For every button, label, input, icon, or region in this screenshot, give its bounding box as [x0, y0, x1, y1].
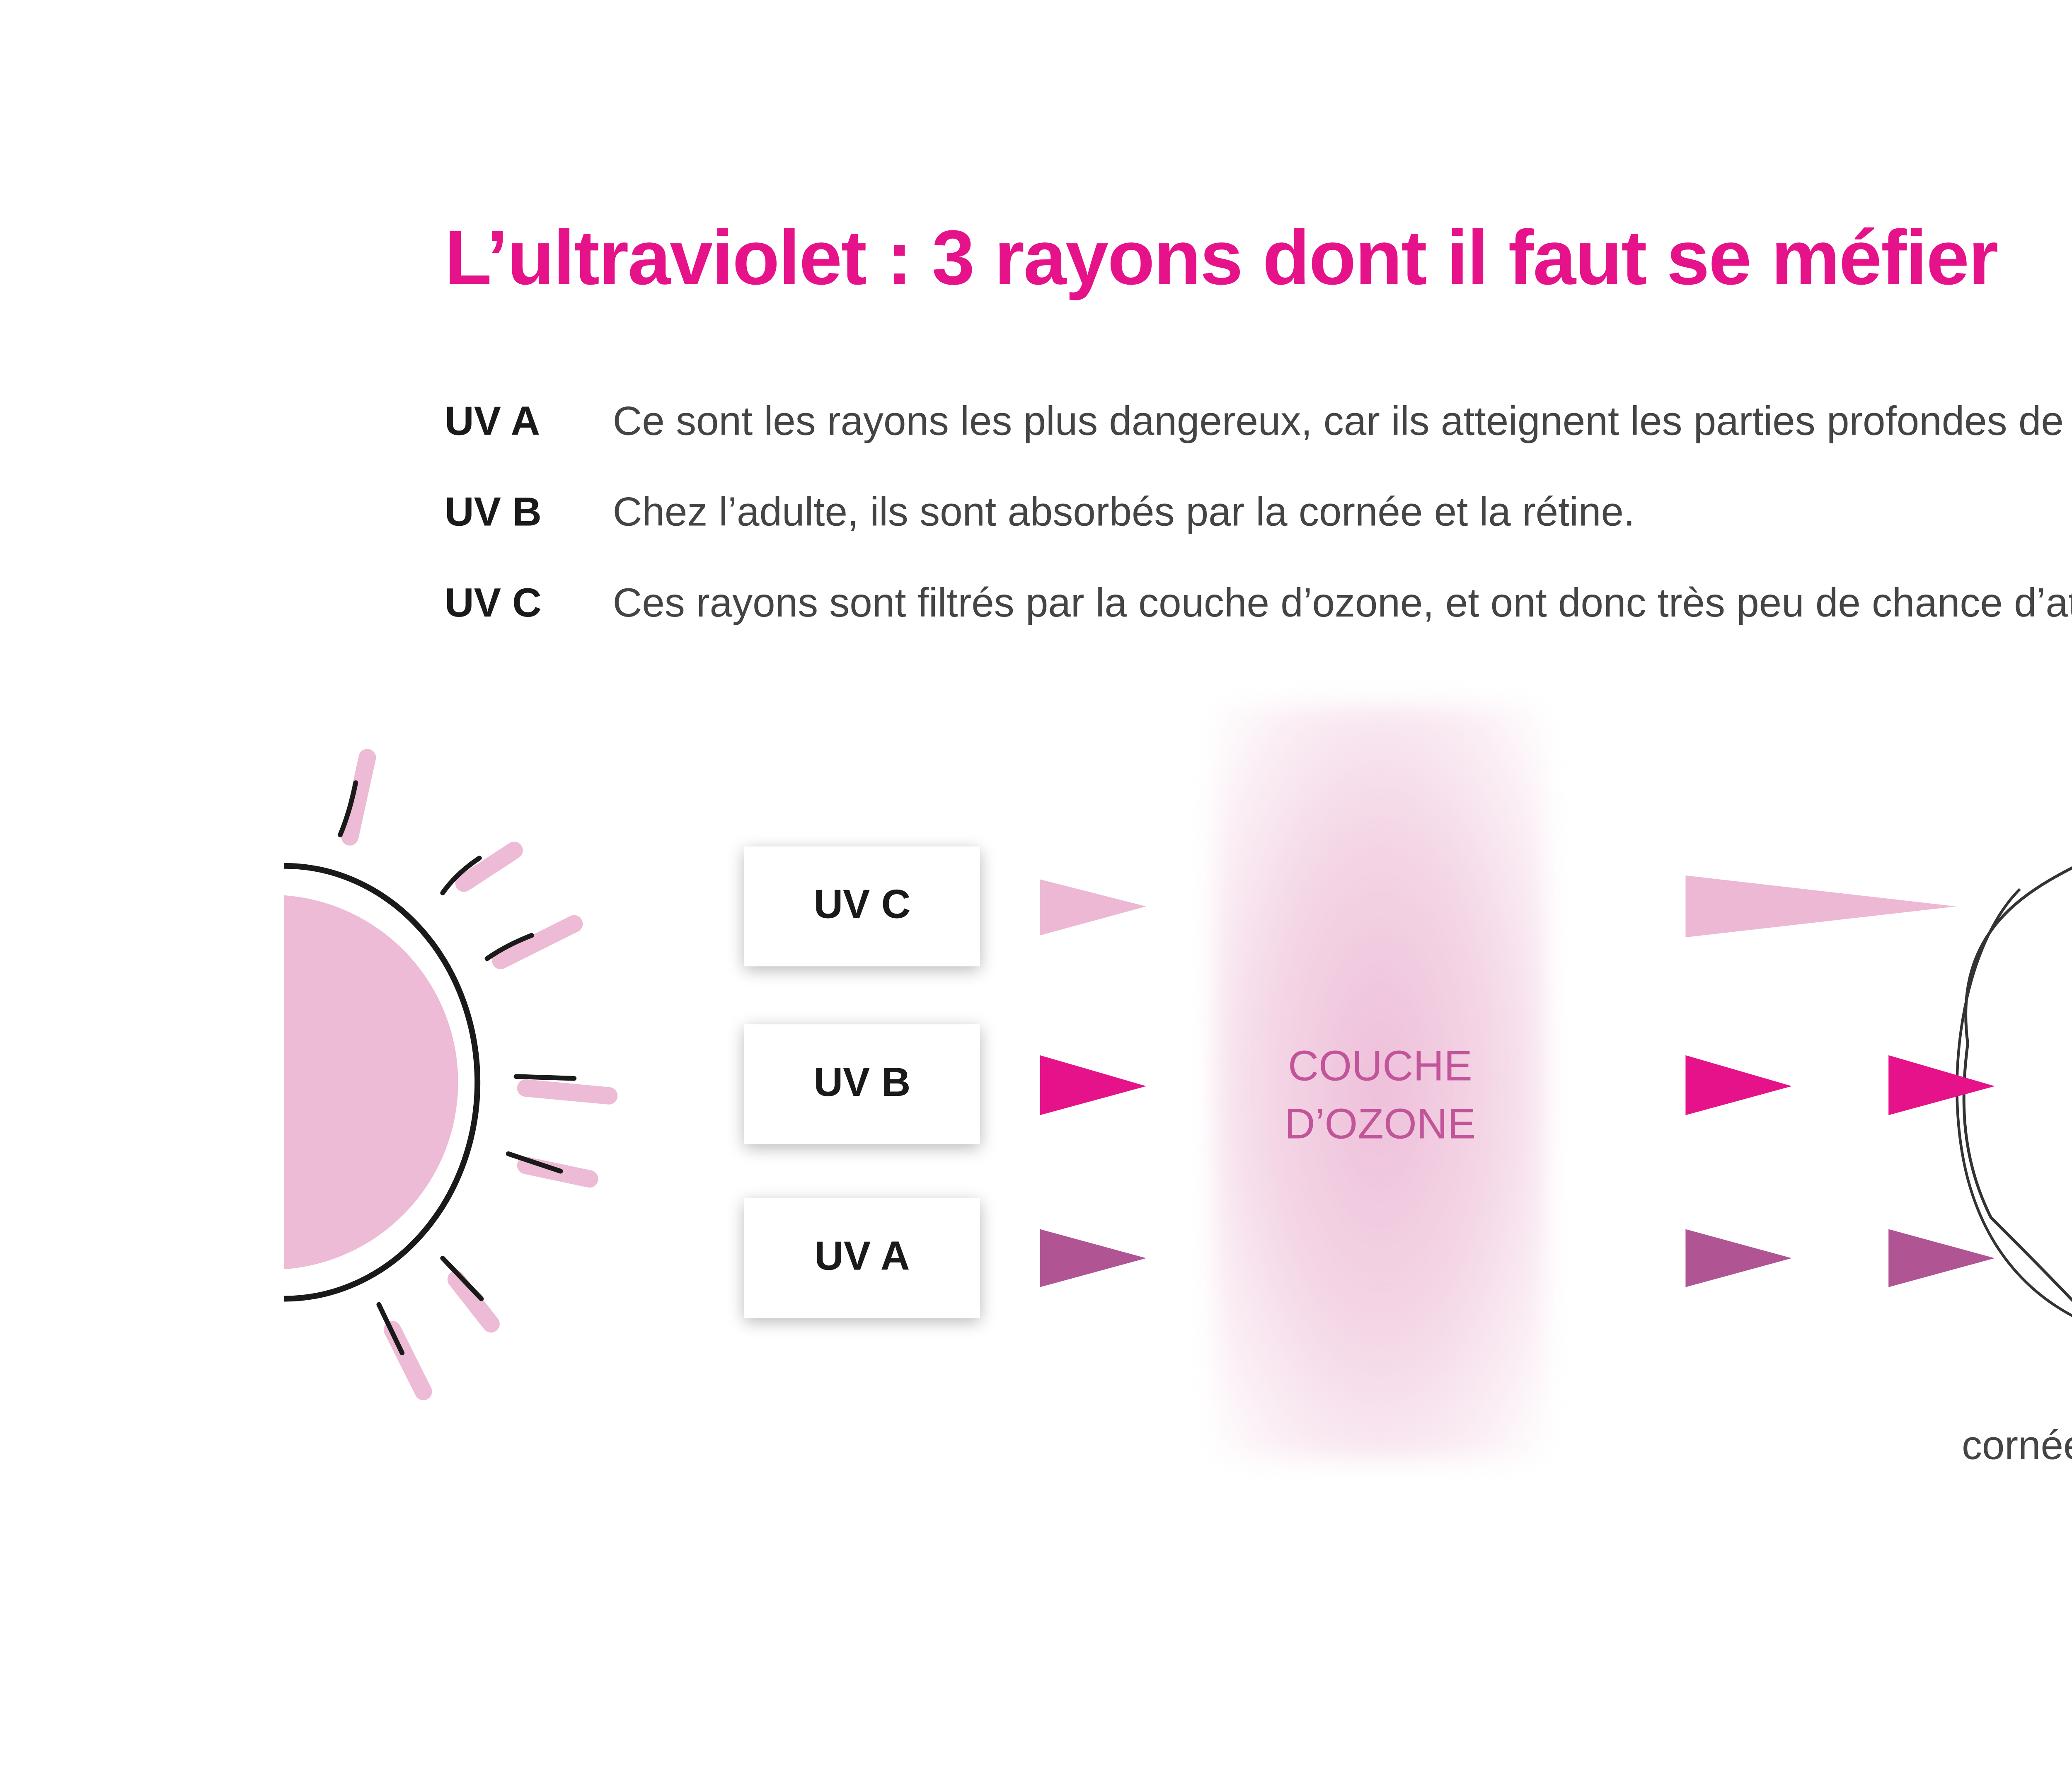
uva-arrow-icon — [1685, 1229, 1792, 1287]
uvc-box: UV C — [744, 846, 980, 967]
description-row-uva: UV A Ce sont les rayons les plus dangereu… — [445, 400, 2072, 447]
ozone-label-line1: COUCHE — [1288, 1042, 1472, 1090]
description-label: UV B — [444, 491, 542, 536]
description-label: UV A — [444, 400, 540, 445]
description-row-uvb: UV B Chez l’adulte, ils sont absorbés par… — [445, 491, 1635, 537]
uvb-arrow-icon — [1685, 1055, 1792, 1115]
description-row-uvc: UV C Ces rayons sont filtrés par la couch… — [445, 582, 2072, 628]
description-text: Ce sont les rayons les plus dangereux, c… — [612, 400, 2072, 445]
eye-illustration — [1956, 866, 2072, 1317]
ozone-label-line2: D’OZONE — [1284, 1100, 1476, 1148]
ozone-layer-band — [1214, 705, 1547, 1459]
uvb-box: UV B — [744, 1024, 980, 1144]
page-title: L’ultraviolet : 3 rayons dont il faut se… — [444, 216, 1999, 302]
uvb-arrow-icon — [1040, 1055, 1147, 1115]
uva-arrow-icon — [1040, 1229, 1147, 1287]
cornea-label: cornée — [1961, 1424, 2072, 1469]
description-text: Ces rayons sont filtrés par la couche d’… — [612, 582, 2072, 626]
uvb-arrow-icon — [1888, 1055, 1995, 1115]
uvc-arrow-icon — [1040, 879, 1147, 936]
description-text: Chez l’adulte, ils sont absorbés par la … — [612, 491, 1635, 536]
description-label: UV C — [444, 582, 542, 626]
ozone-label: COUCHE D’OZONE — [1214, 1038, 1546, 1154]
uva-box: UV A — [744, 1198, 980, 1318]
uva-arrow-icon — [1888, 1229, 1995, 1287]
uvc-weak-arrow-icon — [1685, 875, 1956, 938]
sun-icon — [284, 749, 618, 1400]
